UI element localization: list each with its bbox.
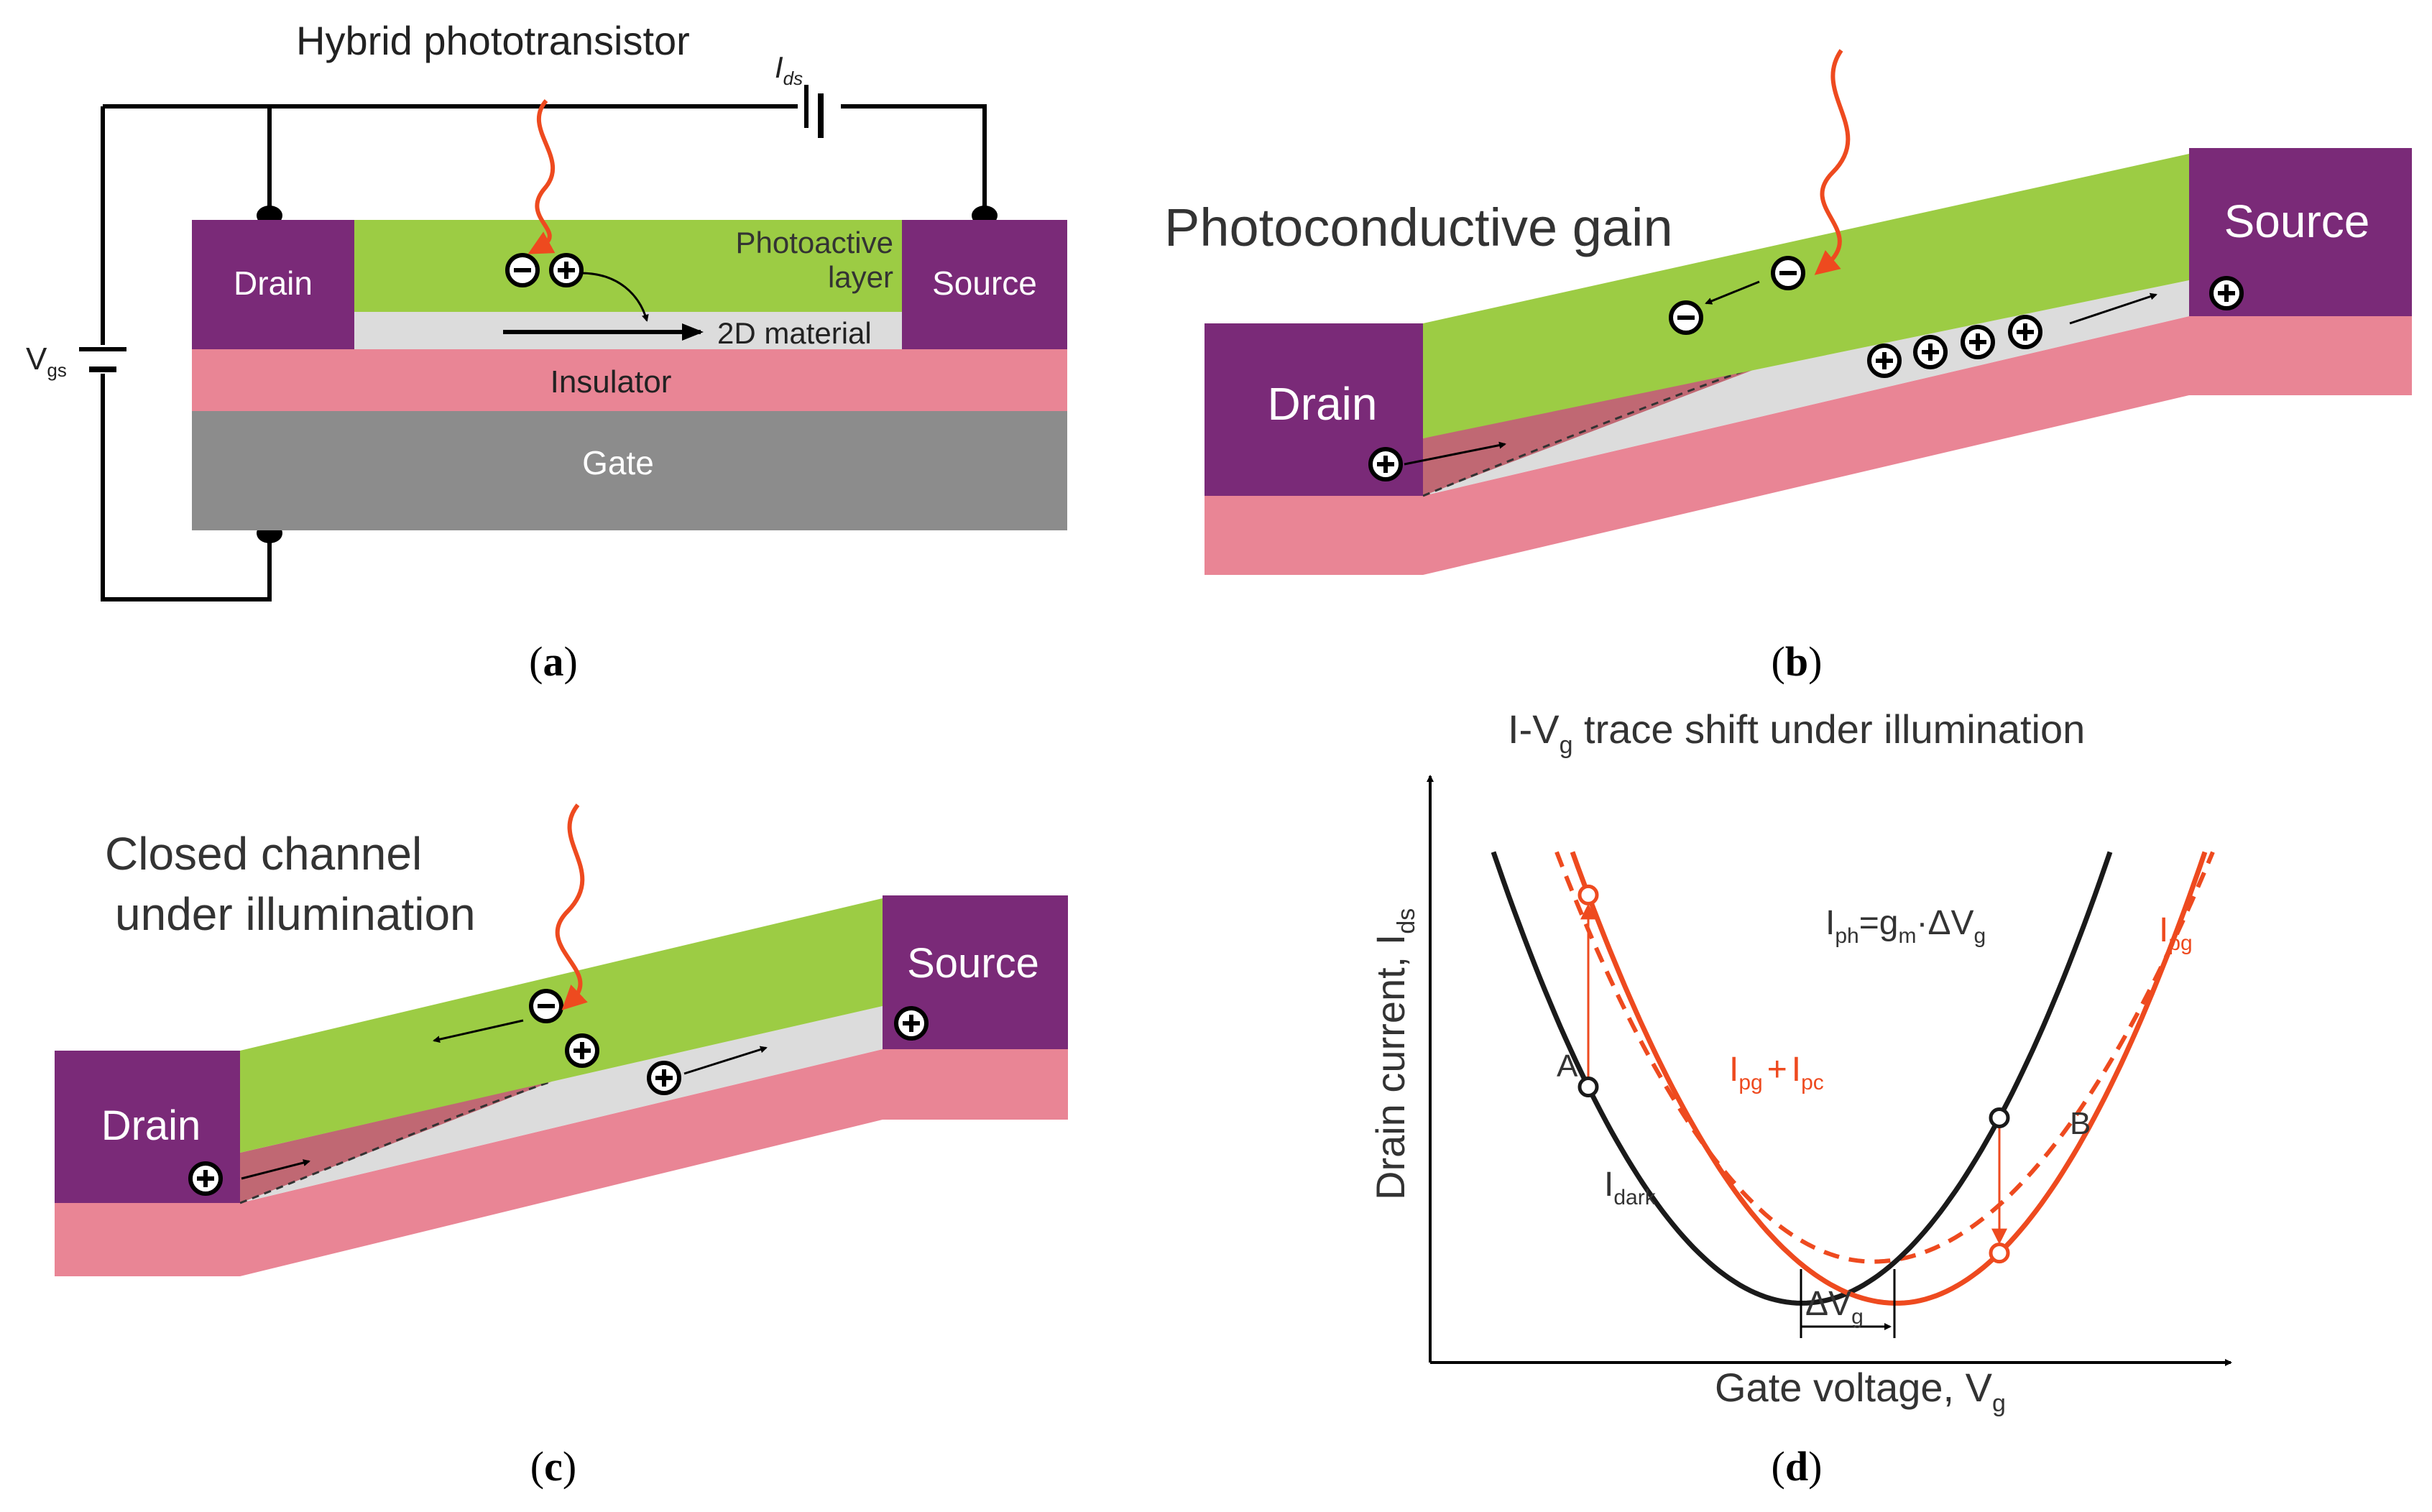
injected-hole	[1371, 449, 1401, 479]
caption-b: (b)	[1772, 638, 1823, 685]
iph-equation-label: Iph=gm·ΔVg	[1825, 904, 1986, 948]
wire-left	[101, 106, 272, 601]
point-b-shifted-marker	[1989, 1243, 2010, 1264]
source-block	[902, 220, 1067, 349]
trapped-electron	[531, 991, 561, 1021]
electron-drift-arrow	[1705, 280, 1760, 305]
gate-layer	[192, 411, 1067, 530]
point-a-label: A	[1557, 1048, 1578, 1084]
gate-label: Gate	[582, 444, 654, 481]
panel-d-title: I-Vg trace shift under illumination	[1508, 706, 2085, 759]
depleted-region	[1423, 348, 1811, 496]
hole-drift-arrow	[683, 1046, 768, 1075]
panel-b-title: Photoconductive gain	[1164, 198, 1673, 257]
photoactive-label-line1: Photoactive	[736, 226, 893, 259]
drain-label: Drain	[234, 264, 313, 302]
ipg-label: Ipg	[2159, 911, 2193, 955]
photoactive-label-line2: layer	[828, 260, 893, 294]
point-a-marker	[1577, 1077, 1599, 1098]
insulator-slab	[55, 1049, 1068, 1276]
source-label: Source	[2224, 195, 2370, 247]
photoactive-layer	[354, 220, 902, 312]
photon-arrow	[528, 99, 556, 254]
trapped-electron-1	[1671, 303, 1701, 333]
photoactive-slab	[240, 898, 883, 1153]
wire-top-right	[770, 104, 987, 216]
panel-d: I-Vg trace shift under illumination Gate…	[1368, 706, 2232, 1490]
insulator-slab	[1205, 316, 2412, 575]
panel-b: Photoconductive gain Drain Source (b)	[1164, 49, 2412, 685]
photon-arrow	[555, 803, 588, 1010]
panel-a: Hybrid phototransistor Ids Vgs Drain Sou…	[26, 18, 1067, 685]
series-ipg-ipc-line	[1554, 851, 2215, 1264]
transfer-arrow	[580, 272, 649, 322]
photon-arrow	[1814, 49, 1851, 275]
caption-d: (d)	[1772, 1443, 1823, 1490]
source-hole	[896, 1008, 926, 1038]
panel-a-title: Hybrid phototransistor	[296, 18, 690, 63]
drain-injection-arrow	[241, 1159, 310, 1180]
ipg-ipc-label: Ipg+Ipc	[1729, 1051, 1824, 1094]
caption-a: (a)	[529, 638, 578, 685]
2d-material-label: 2D material	[717, 316, 872, 350]
point-b-marker	[1989, 1107, 2010, 1128]
drain-block	[192, 220, 354, 349]
ids-label: Ids	[775, 50, 803, 89]
source-label: Source	[932, 264, 1037, 302]
vgs-label: Vgs	[26, 341, 67, 381]
2d-material-slab	[240, 1006, 883, 1203]
insulator-label: Insulator	[551, 364, 672, 400]
hole-3	[1963, 327, 1993, 357]
point-b-label: B	[2070, 1106, 2091, 1141]
idark-label: Idark	[1604, 1166, 1657, 1209]
2d-material-slab	[1423, 280, 2189, 496]
hole-1	[1869, 346, 1899, 376]
series-ipg-line	[1570, 851, 2208, 1306]
hole-2	[1915, 337, 1945, 367]
photo-hole-1	[567, 1036, 597, 1066]
hole-4	[2010, 317, 2040, 347]
electron-drift-arrow	[433, 1019, 524, 1043]
trapped-electron-2	[1773, 258, 1803, 288]
photo-hole-2	[649, 1063, 679, 1093]
x-axis-label: Gate voltage, Vg	[1715, 1365, 2006, 1417]
injected-hole	[190, 1163, 221, 1194]
source-hole	[2211, 278, 2242, 308]
photoactive-slab	[1423, 154, 2189, 438]
point-a-shifted-marker	[1577, 884, 1599, 905]
caption-c: (c)	[530, 1443, 576, 1490]
y-axis-label: Drain current, Ids	[1368, 908, 1420, 1200]
source-label: Source	[907, 940, 1039, 987]
drain-label: Drain	[1268, 378, 1378, 430]
panel-c-title-line2: under illumination	[115, 888, 476, 940]
panel-c-title-line1: Closed channel	[105, 828, 422, 880]
dv-label: ΔVg	[1805, 1285, 1864, 1329]
drain-injection-arrow	[1404, 441, 1506, 466]
hole-drift-arrow	[2069, 292, 2157, 325]
panel-c: Closed channel under illumination Drain …	[55, 803, 1068, 1490]
electron-charge	[507, 255, 538, 285]
drain-label: Drain	[101, 1102, 201, 1149]
insulator-layer	[192, 349, 1067, 411]
hole-charge	[551, 255, 581, 285]
